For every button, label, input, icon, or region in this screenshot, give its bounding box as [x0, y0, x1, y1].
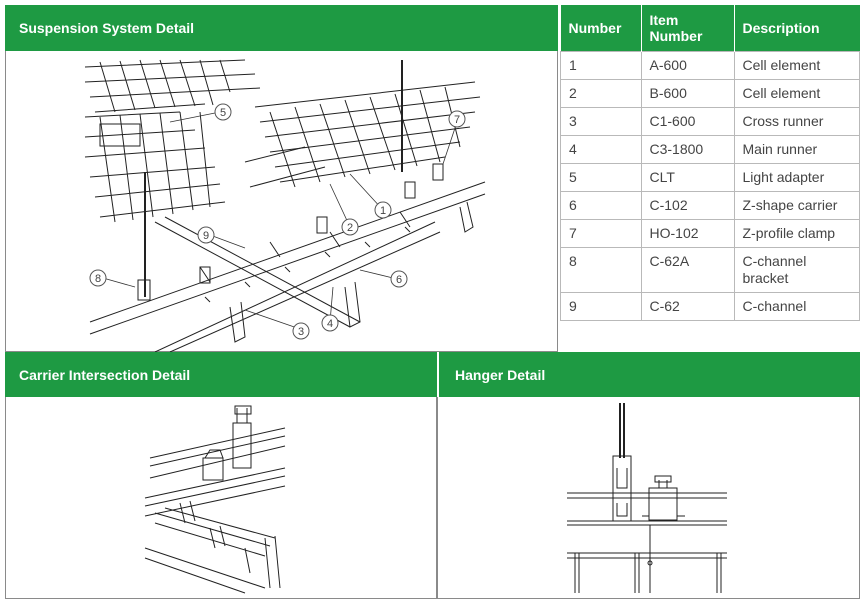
- cell-item: C1-600: [640, 106, 735, 136]
- table-row: 2 B-600 Cell element: [560, 78, 860, 108]
- table-row: 5 CLT Light adapter: [560, 162, 860, 192]
- callout-1: 1: [380, 205, 386, 217]
- hanger-rod: [619, 403, 625, 458]
- cell-description: Cell element: [733, 78, 860, 108]
- cell-item: B-600: [640, 78, 735, 108]
- cell-description: C-channel: [733, 291, 860, 321]
- hanger-rods: [144, 60, 403, 297]
- callout-2: 2: [347, 222, 353, 234]
- clamp: [648, 487, 678, 521]
- carrier-header: Carrier Intersection Detail: [5, 352, 437, 397]
- table-row: 4 C3-1800 Main runner: [560, 134, 860, 164]
- table-row: 3 C1-600 Cross runner: [560, 106, 860, 136]
- cell-number: 1: [560, 50, 642, 80]
- table-row: 8 C-62A C-channel bracket: [560, 246, 860, 293]
- callout-6: 6: [396, 274, 402, 286]
- parts-table: Number Item Number Description 1 A-600 C…: [560, 5, 860, 321]
- cell-item: C3-1800: [640, 134, 735, 164]
- carrier-rail-upper: [149, 427, 286, 479]
- cell-number: 5: [560, 162, 642, 192]
- runner-beams: [89, 181, 486, 352]
- cell-number: 8: [560, 246, 642, 293]
- cell-description: Z-profile clamp: [733, 218, 860, 248]
- cell-item: HO-102: [640, 218, 735, 248]
- callout-4: 4: [327, 318, 333, 330]
- cell-description: Cross runner: [733, 106, 860, 136]
- grid-cells-left: [84, 111, 226, 223]
- carrier-drawing: [144, 405, 286, 594]
- table-row: 7 HO-102 Z-profile clamp: [560, 218, 860, 248]
- header-item-number: Item Number: [641, 5, 735, 51]
- suspension-title: Suspension System Detail: [19, 20, 195, 36]
- cell-description: Main runner: [733, 134, 860, 164]
- cell-number: 2: [560, 78, 642, 108]
- table-row: 6 C-102 Z-shape carrier: [560, 190, 860, 220]
- carrier-drawing-area: [5, 397, 437, 599]
- carrier-rail-lower: [144, 467, 286, 517]
- cell-description: Z-shape carrier: [733, 190, 860, 220]
- carrier-title: Carrier Intersection Detail: [19, 366, 191, 383]
- cell-description: Light adapter: [733, 162, 860, 192]
- cell-item: CLT: [640, 162, 735, 192]
- hanger-header: Hanger Detail: [437, 352, 860, 397]
- cell-number: 4: [560, 134, 642, 164]
- cell-item: A-600: [640, 50, 735, 80]
- header-description: Description: [734, 5, 860, 51]
- carrier-profile-bottom: [567, 520, 727, 526]
- hanger-drawing: [567, 403, 727, 593]
- clamps: [137, 163, 444, 301]
- suspension-header: Suspension System Detail: [5, 5, 558, 51]
- cell-description: C-channel bracket: [733, 246, 860, 293]
- hanger-title: Hanger Detail: [455, 366, 546, 383]
- grid-cells-right: [244, 81, 481, 188]
- grid-cells-upper-left: [84, 59, 261, 113]
- cell-number: 6: [560, 190, 642, 220]
- carrier-profile-top: [567, 492, 727, 499]
- cell-number: 3: [560, 106, 642, 136]
- table-row: 9 C-62 C-channel: [560, 291, 860, 321]
- callout-9: 9: [203, 230, 209, 242]
- parts-table-header: Number Item Number Description: [560, 5, 860, 51]
- cell-number: 7: [560, 218, 642, 248]
- cell-number: 9: [560, 291, 642, 321]
- cell-profile: [567, 552, 727, 559]
- callout-8: 8: [95, 273, 101, 285]
- cell-item: C-102: [640, 190, 735, 220]
- callout-7: 7: [454, 114, 460, 126]
- callout-5: 5: [220, 107, 226, 119]
- hanger-clip: [232, 422, 252, 469]
- cell-item: C-62A: [640, 246, 735, 293]
- callout-3: 3: [298, 326, 304, 338]
- clamp: [202, 457, 224, 481]
- table-row: 1 A-600 Cell element: [560, 50, 860, 80]
- suspension-drawing-area: [5, 51, 558, 352]
- cell-description: Cell element: [733, 50, 860, 80]
- header-number: Number: [560, 5, 642, 51]
- cell-item: C-62: [640, 291, 735, 321]
- suspension-drawing: 5 1 2 3 4 6 7 8 9: [84, 59, 486, 352]
